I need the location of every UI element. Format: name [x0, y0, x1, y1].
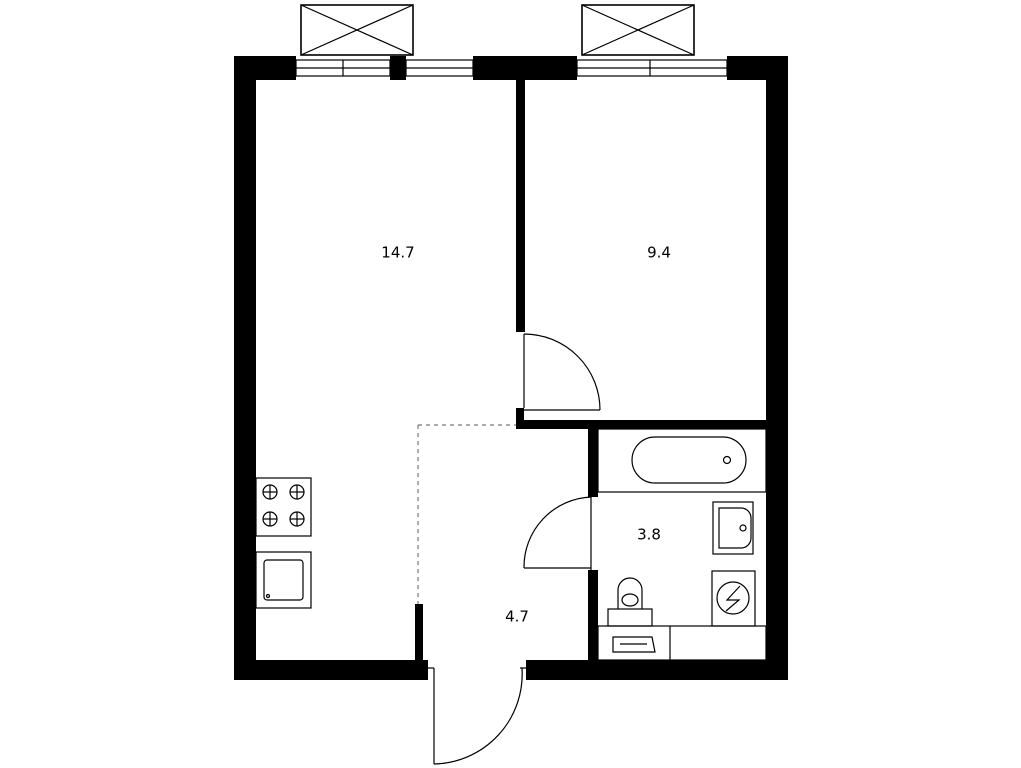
interior-walls — [415, 80, 766, 660]
bathroom-cabinets — [597, 625, 767, 661]
bathroom-area-label: 3.8 — [637, 526, 661, 544]
living-room-area-label: 14.7 — [381, 244, 414, 262]
door-bedroom — [523, 333, 601, 411]
washing-machine — [711, 570, 756, 627]
open-partition — [417, 424, 516, 604]
bedroom-area-label: 9.4 — [647, 244, 671, 262]
washbasin — [712, 501, 754, 555]
outer-walls — [234, 56, 788, 680]
balcony-right — [581, 4, 695, 56]
stove — [255, 477, 312, 537]
door-bathroom — [523, 496, 592, 570]
toilet — [607, 577, 653, 627]
door-entrance — [428, 667, 526, 765]
window-left-1 — [295, 59, 391, 77]
kitchen-sink — [255, 551, 312, 609]
window-left-2 — [405, 59, 474, 77]
window-right — [576, 59, 728, 77]
bathtub — [597, 428, 767, 493]
hallway-area-label: 4.7 — [505, 608, 529, 626]
balcony-left — [300, 4, 414, 56]
